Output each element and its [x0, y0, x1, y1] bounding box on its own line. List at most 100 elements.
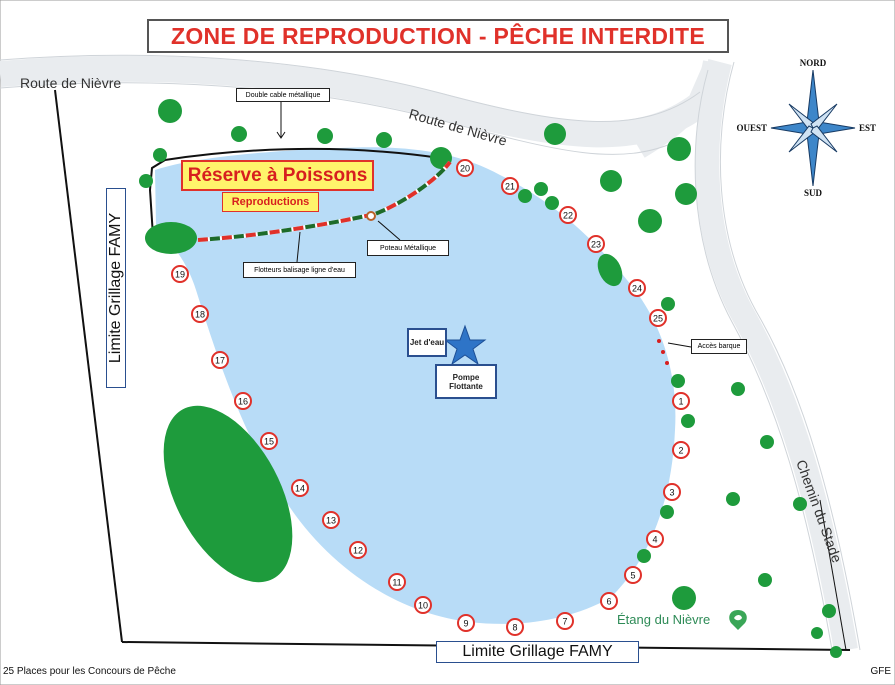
place-ring	[388, 573, 406, 591]
place-number: 24	[632, 284, 642, 294]
place-marker: 17	[211, 351, 229, 369]
compass-n: NORD	[800, 58, 827, 68]
place-marker: 18	[191, 305, 209, 323]
fountain-star	[443, 324, 487, 366]
place-marker: 12	[349, 541, 367, 559]
place-ring	[672, 392, 690, 410]
place-marker: 2	[672, 441, 690, 459]
place-number: 7	[562, 617, 567, 627]
place-number: 4	[652, 535, 657, 545]
place-marker: 21	[501, 177, 519, 195]
wood-large	[163, 405, 293, 583]
place-number: 18	[195, 310, 205, 320]
footer-left: 25 Places pour les Concours de Pêche	[3, 666, 176, 677]
place-marker: 1	[672, 392, 690, 410]
place-number: 12	[353, 546, 363, 556]
place-ring	[501, 177, 519, 195]
place-ring	[414, 596, 432, 614]
place-ring	[672, 441, 690, 459]
footer-right: GFE	[870, 666, 891, 677]
place-marker: 6	[600, 592, 618, 610]
road-nievre	[0, 55, 726, 148]
place-marker: 24	[628, 279, 646, 297]
callout-barque: Accès barque	[691, 339, 747, 354]
place-ring	[456, 159, 474, 177]
place-ring	[649, 309, 667, 327]
pond-pin-icon	[729, 610, 747, 630]
place-ring	[624, 566, 642, 584]
place-number: 22	[563, 211, 573, 221]
tree-clump-left	[145, 222, 197, 254]
callout-poteau: Poteau Métallique	[367, 240, 449, 256]
place-number: 20	[460, 164, 470, 174]
place-ring	[234, 392, 252, 410]
page-title: ZONE DE REPRODUCTION - PÊCHE INTERDITE	[170, 22, 706, 49]
title-banner: ZONE DE REPRODUCTION - PÊCHE INTERDITE	[147, 19, 729, 53]
reserve-cable	[148, 147, 441, 237]
place-marker: 8	[506, 618, 524, 636]
place-ring	[556, 612, 574, 630]
place-marker: 19	[171, 265, 189, 283]
place-number: 19	[175, 270, 185, 280]
place-number: 2	[678, 446, 683, 456]
fence-label-left: Limite Grillage FAMY	[106, 188, 126, 388]
place-marker: 16	[234, 392, 252, 410]
place-number: 16	[238, 397, 248, 407]
place-ring	[506, 618, 524, 636]
place-marker: 7	[556, 612, 574, 630]
place-marker: 11	[388, 573, 406, 591]
place-number: 13	[326, 516, 336, 526]
place-marker: 5	[624, 566, 642, 584]
compass-w: OUEST	[736, 123, 767, 133]
place-number: 14	[295, 484, 305, 494]
place-number: 1	[678, 397, 683, 407]
callout-jet: Jet d'eau	[407, 328, 447, 357]
place-number: 23	[591, 240, 601, 250]
compass-rose: NORD SUD OUEST EST	[736, 58, 876, 198]
place-ring	[291, 479, 309, 497]
reproductions-text: Reproductions	[231, 196, 310, 208]
place-ring	[646, 530, 664, 548]
pond-name: Étang du Nièvre	[617, 612, 710, 627]
place-ring	[171, 265, 189, 283]
compass-s: SUD	[804, 188, 823, 198]
place-marker: 22	[559, 206, 577, 224]
place-number: 5	[630, 571, 635, 581]
fence-label-bottom: Limite Grillage FAMY	[436, 641, 639, 663]
place-marker: 20	[456, 159, 474, 177]
place-number: 8	[512, 623, 517, 633]
place-ring	[628, 279, 646, 297]
place-marker: 4	[646, 530, 664, 548]
callout-pompe: Pompe Flottante	[435, 364, 497, 399]
place-ring	[663, 483, 681, 501]
place-ring	[211, 351, 229, 369]
place-ring	[260, 432, 278, 450]
place-number: 6	[606, 597, 611, 607]
road-branch	[695, 59, 858, 653]
place-ring	[559, 206, 577, 224]
place-marker: 23	[587, 235, 605, 253]
metal-post	[366, 211, 376, 221]
place-marker: 10	[414, 596, 432, 614]
place-ring	[191, 305, 209, 323]
place-marker: 13	[322, 511, 340, 529]
place-ring	[349, 541, 367, 559]
place-marker: 15	[260, 432, 278, 450]
trees	[139, 99, 842, 658]
fishing-places: 1234567891011121314151617181920212223242…	[171, 159, 690, 636]
place-number: 25	[653, 314, 663, 324]
place-number: 9	[463, 619, 468, 629]
place-marker: 25	[649, 309, 667, 327]
reserve-title: Réserve à Poissons	[187, 164, 368, 186]
place-ring	[587, 235, 605, 253]
place-marker: 14	[291, 479, 309, 497]
place-ring	[600, 592, 618, 610]
place-number: 17	[215, 356, 225, 366]
place-marker: 9	[457, 614, 475, 632]
road-label-nievre: Route de Nièvre	[20, 75, 121, 91]
place-number: 21	[505, 182, 515, 192]
place-number: 3	[669, 488, 674, 498]
fence-label-left-text: Limite Grillage FAMY	[107, 212, 124, 364]
